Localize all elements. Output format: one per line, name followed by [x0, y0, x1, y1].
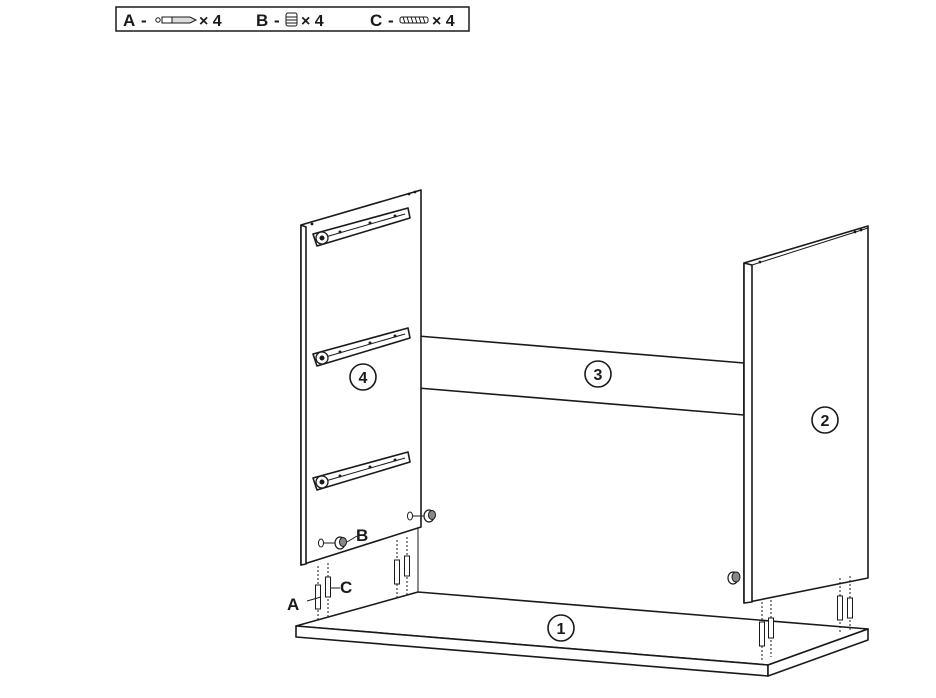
panel-badge-1: 1	[547, 614, 575, 642]
right-side-panel	[727, 225, 869, 604]
cam-lock-left-panel-front	[318, 535, 358, 550]
cam-lock-left-panel-back	[407, 509, 436, 523]
cam-lock-icon	[285, 12, 298, 27]
legend-letter-b: B	[256, 11, 268, 30]
legend-letter-c: C	[370, 11, 382, 30]
dowel-bolt-icon	[155, 16, 198, 24]
legend-letter-a: A	[123, 11, 135, 30]
bottom-panel	[295, 591, 869, 677]
drawer-slide-bottom	[312, 451, 411, 491]
dowel-group-left-front	[306, 563, 340, 622]
cam-lock-right-panel	[727, 571, 741, 585]
panel-badge-4: 4	[349, 363, 377, 391]
dowel-group-left-back	[394, 537, 410, 598]
dowel-group-right-back	[837, 576, 853, 632]
dowel-group-right-front	[759, 600, 774, 660]
legend-qty-c: × 4	[432, 13, 455, 30]
legend-sep-b: -	[274, 11, 280, 30]
legend-sep-a: -	[141, 11, 147, 30]
panel-number-2: 2	[821, 413, 830, 430]
parts-legend: A - × 4 B - × 4 C - × 4	[115, 6, 470, 32]
wood-dowel-icon	[399, 16, 429, 24]
legend-qty-b: × 4	[301, 13, 324, 30]
drawer-slide-top	[312, 207, 411, 247]
panel-number-1: 1	[557, 621, 566, 638]
panel-number-4: 4	[359, 370, 368, 387]
drawer-slide-middle	[312, 327, 411, 367]
callout-b: B	[356, 526, 368, 545]
panel-number-3: 3	[594, 367, 603, 384]
panel-badge-3: 3	[584, 360, 612, 388]
connectors	[306, 537, 853, 660]
panel-badge-2: 2	[811, 406, 839, 434]
legend-sep-c: -	[388, 11, 394, 30]
back-rail	[417, 335, 745, 592]
callout-c: C	[340, 578, 352, 597]
callout-a: A	[287, 595, 299, 614]
legend-qty-a: × 4	[199, 13, 222, 30]
